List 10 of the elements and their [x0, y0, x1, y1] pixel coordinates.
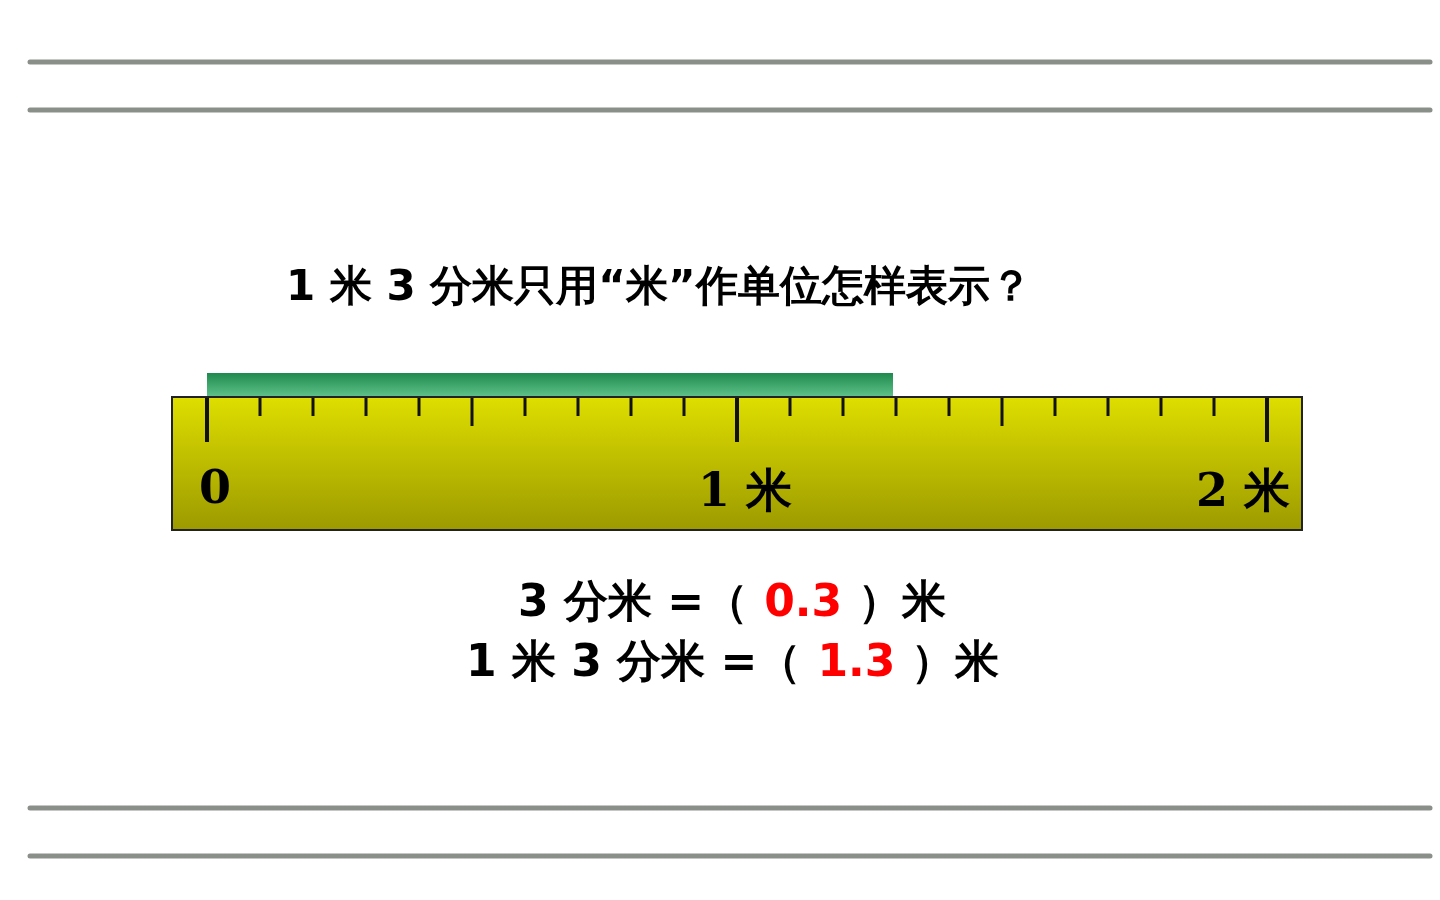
- scale-label: 1 米: [698, 462, 793, 519]
- scale-label: 2 米: [1196, 462, 1291, 519]
- scale-label: 0: [199, 460, 231, 514]
- equation-text: 3 分米 =（: [518, 574, 749, 628]
- equation-text: ）米: [858, 574, 947, 628]
- equation-text: 1 米 3 分米 =（: [466, 634, 802, 688]
- answer-text: 1.3: [816, 635, 897, 686]
- answer-text: 0.3: [763, 575, 844, 626]
- equation-text: ）米: [911, 634, 1000, 688]
- question-title: 1 米 3 分米只用“米”作单位怎样表示？: [286, 260, 1032, 312]
